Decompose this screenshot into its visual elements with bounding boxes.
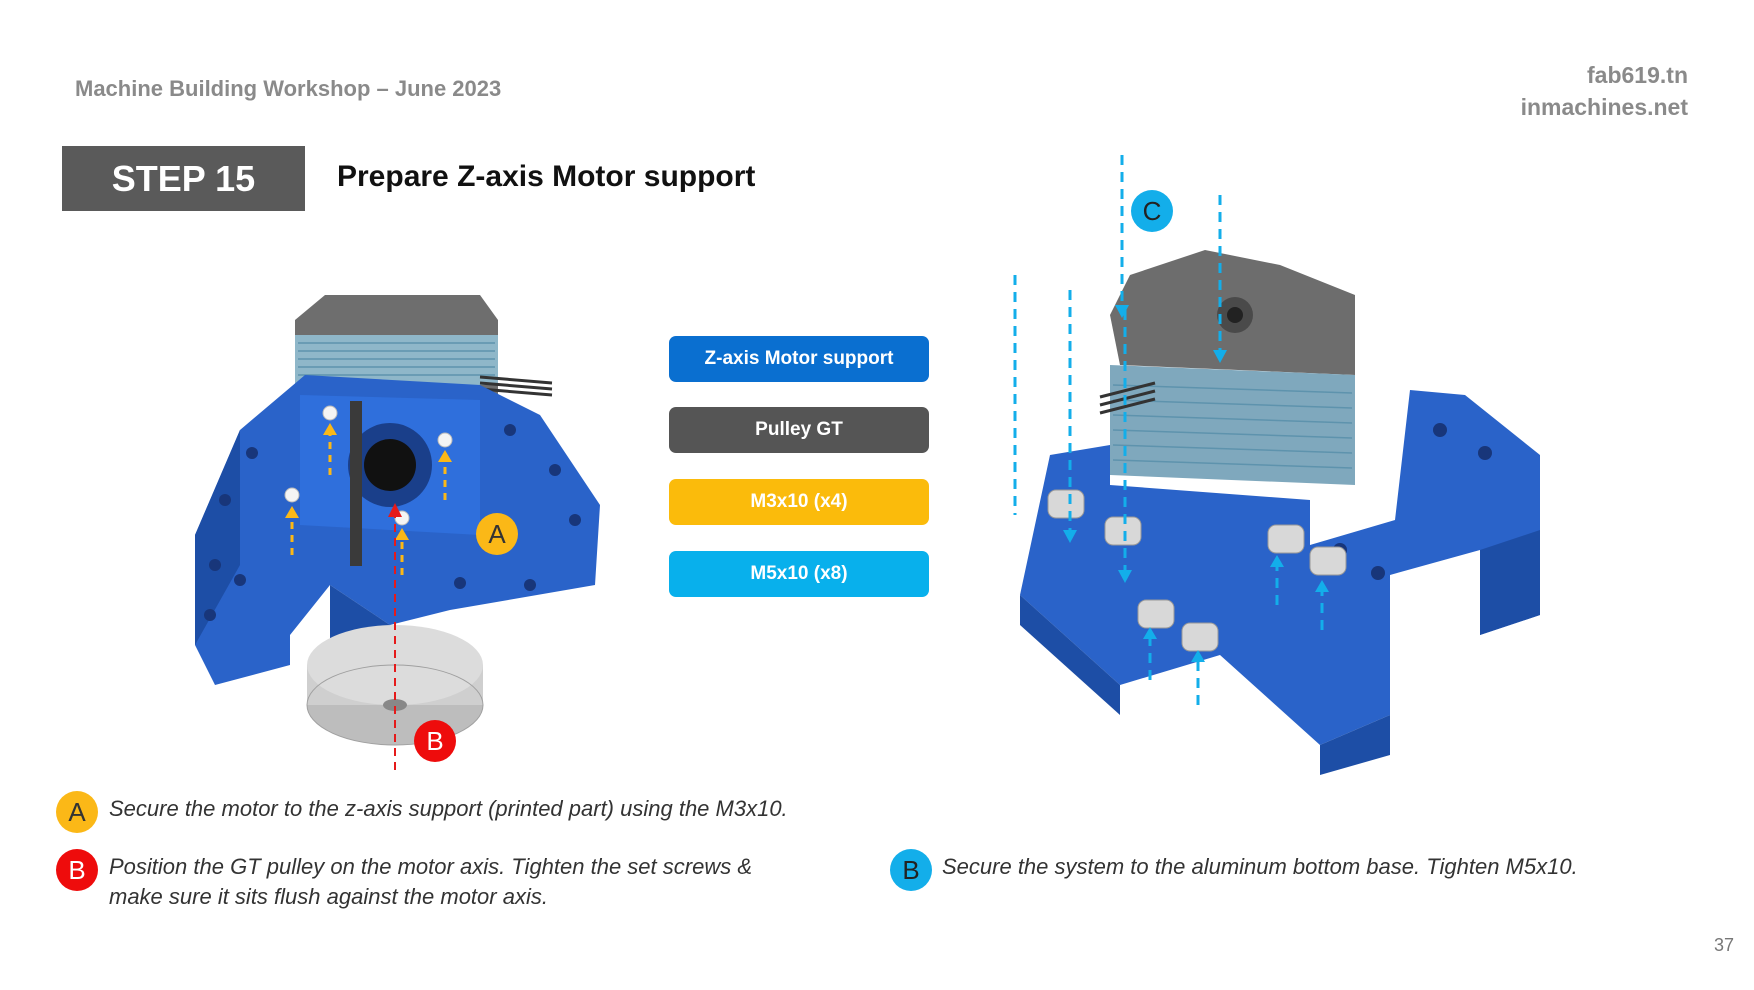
step-label: STEP 15	[62, 146, 305, 211]
legend-pulley-gt: Pulley GT	[669, 407, 929, 453]
instruction-c-text: Secure the system to the aluminum bottom…	[942, 854, 1578, 879]
legend-z-axis-motor-support: Z-axis Motor support	[669, 336, 929, 382]
assembly-arrows-left	[1063, 290, 1132, 583]
instruction-b-text: Position the GT pulley on the motor axis…	[109, 854, 752, 909]
motor-support-illustration	[195, 295, 600, 770]
workshop-title: Machine Building Workshop – June 2023	[75, 76, 502, 101]
legend-m3x10: M3x10 (x4)	[669, 479, 929, 525]
step-title: Prepare Z-axis Motor support	[337, 160, 756, 193]
instruction-c-badge: B	[890, 849, 932, 891]
instruction-a-badge: A	[56, 791, 98, 833]
site-fab619: fab619.tn	[1587, 62, 1688, 88]
legend-m5x10: M5x10 (x8)	[669, 551, 929, 597]
callout-c: C	[1131, 190, 1173, 232]
page-number: 37	[1713, 935, 1734, 955]
callout-b: B	[414, 720, 456, 762]
instruction-a-text: Secure the motor to the z-axis support (…	[109, 796, 788, 821]
assembly-illustration	[1013, 155, 1540, 775]
site-inmachines: inmachines.net	[1520, 94, 1688, 120]
callout-a: A	[476, 513, 518, 555]
instruction-b-badge: B	[56, 849, 98, 891]
